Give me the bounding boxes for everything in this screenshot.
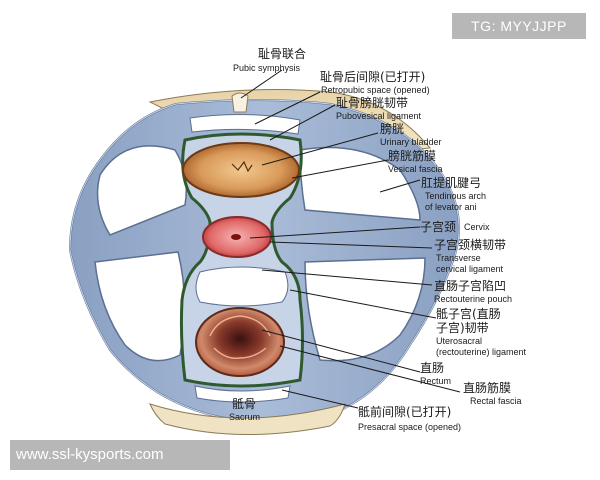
label-cervix-cn: 子宫颈: [420, 219, 456, 234]
retropubic-space: [189, 113, 301, 135]
label-uterosacral-ligament-en1: Uterosacral: [436, 336, 482, 346]
label-pubic-symphysis-en: Pubic symphysis: [233, 63, 301, 73]
rectum: [195, 307, 285, 377]
label-transverse-cervical-ligament-cn: 子宫颈横韧带: [434, 237, 506, 252]
label-rectal-fascia-en: Rectal fascia: [470, 396, 522, 406]
label-tendinous-arch-cn: 肛提肌腱弓: [421, 175, 481, 190]
label-presacral-space-en: Presacral space (opened): [358, 422, 461, 432]
label-pubovesical-ligament-cn: 耻骨膀胱韧带: [336, 95, 408, 110]
cervical-os: [231, 234, 241, 240]
label-vesical-fascia-cn: 膀胱筋膜: [388, 148, 436, 163]
presacral-space: [194, 385, 291, 403]
label-retropubic-space-en: Retropubic space (opened): [321, 85, 430, 95]
label-sacrum-en: Sacrum: [229, 412, 260, 422]
label-rectouterine-pouch-cn: 直肠子宫陷凹: [434, 278, 506, 293]
rectal-folds: [209, 315, 271, 359]
label-rectum-en: Rectum: [420, 376, 451, 386]
label-uterosacral-ligament-en2: (rectouterine) ligament: [436, 347, 527, 357]
label-uterosacral-ligament-cn1: 骶子宫(直肠: [436, 306, 501, 321]
label-rectal-fascia-cn: 直肠筋膜: [463, 380, 511, 395]
label-uterosacral-ligament-cn2: 子宫)韧带: [436, 320, 489, 335]
right-lower-space: [304, 257, 426, 362]
label-urinary-bladder-en: Urinary bladder: [380, 137, 442, 147]
label-sacrum-cn: 骶骨: [232, 397, 256, 411]
right-upper-space: [299, 146, 421, 221]
label-retropubic-space-cn: 耻骨后间隙(已打开): [320, 70, 425, 84]
watermark-top: TG: MYYJJPP: [452, 13, 586, 39]
label-pubic-symphysis-cn: 耻骨联合: [258, 46, 306, 61]
watermark-bottom: www.ssl-kysports.com: [10, 440, 230, 470]
label-presacral-space-cn: 骶前间隙(已打开): [358, 404, 451, 419]
label-rectum-cn: 直肠: [420, 361, 444, 375]
label-vesical-fascia-en: Vesical fascia: [388, 164, 443, 174]
rectouterine-pouch: [195, 266, 289, 307]
label-transverse-cervical-ligament-en2: cervical ligament: [436, 264, 504, 274]
label-tendinous-arch-en1: Tendinous arch: [425, 191, 486, 201]
sacrum: [149, 403, 346, 436]
label-rectouterine-pouch-en: Rectouterine pouch: [434, 294, 512, 304]
label-urinary-bladder-cn: 膀胱: [380, 121, 404, 136]
urinary-bladder: [182, 142, 300, 198]
label-tendinous-arch-en2: of levator ani: [425, 202, 477, 212]
label-cervix-en: Cervix: [464, 222, 490, 232]
leader-lines: [240, 69, 461, 409]
label-transverse-cervical-ligament-en1: Transverse: [436, 253, 481, 263]
labels: 耻骨联合 Pubic symphysis 耻骨后间隙(已打开) Retropub…: [229, 46, 527, 432]
bladder-lumen: [231, 160, 253, 173]
pubic-symphysis: [231, 92, 249, 113]
label-pubovesical-ligament-en: Pubovesical ligament: [336, 111, 422, 121]
